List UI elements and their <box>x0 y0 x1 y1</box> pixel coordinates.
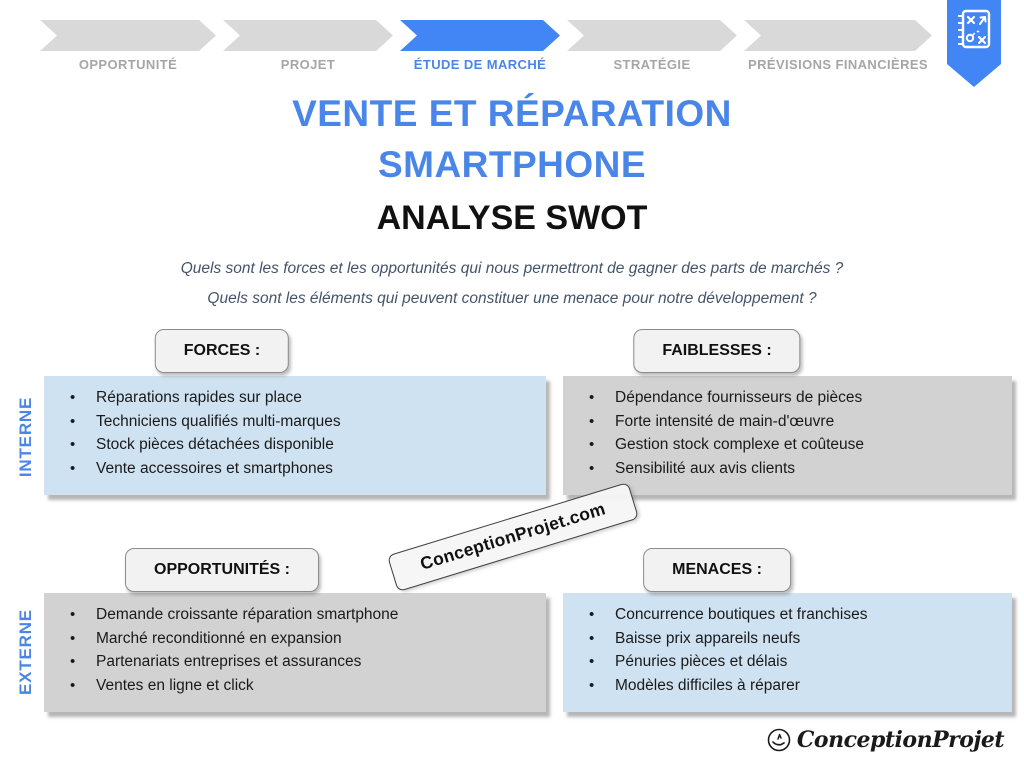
chevron-arrow <box>400 20 560 51</box>
menaces-list: Concurrence boutiques et franchises Bais… <box>563 593 1012 697</box>
side-label-interne: INTERNE <box>16 396 35 478</box>
faiblesses-list: Dépendance fournisseurs de pièces Forte … <box>563 376 1012 480</box>
list-item: Gestion stock complexe et coûteuse <box>589 433 1004 457</box>
list-item: Dépendance fournisseurs de pièces <box>589 386 1004 410</box>
step-etude-de-marche-active[interactable]: ÉTUDE DE MARCHÉ <box>400 20 560 72</box>
list-item: Ventes en ligne et click <box>70 674 538 698</box>
list-item: Sensibilité aux avis clients <box>589 457 1004 481</box>
faiblesses-heading: FAIBLESSES : <box>633 329 801 373</box>
step-label: PRÉVISIONS FINANCIÈRES <box>748 57 928 72</box>
list-item: Marché reconditionné en expansion <box>70 627 538 651</box>
step-label: ÉTUDE DE MARCHÉ <box>413 57 547 72</box>
strategy-notepad-icon <box>947 0 1001 87</box>
opportunites-list: Demande croissante réparation smartphone… <box>44 593 546 697</box>
faiblesses-panel: Dépendance fournisseurs de pièces Forte … <box>563 376 1012 495</box>
list-item: Baisse prix appareils neufs <box>589 627 1004 651</box>
chevron-arrow <box>223 20 393 51</box>
forces-list: Réparations rapides sur place Technicien… <box>44 376 546 480</box>
list-item: Réparations rapides sur place <box>70 386 538 410</box>
step-label: PROJET <box>280 57 336 72</box>
page-title-line1: VENTE ET RÉPARATION <box>292 93 732 134</box>
list-item: Modèles difficiles à réparer <box>589 674 1004 698</box>
opportunites-panel: Demande croissante réparation smartphone… <box>44 593 546 712</box>
chevron-arrow <box>744 20 932 51</box>
title-block: VENTE ET RÉPARATION SMARTPHONE ANALYSE S… <box>0 88 1024 240</box>
list-item: Partenariats entreprises et assurances <box>70 650 538 674</box>
list-item: Forte intensité de main-d'œuvre <box>589 410 1004 434</box>
list-item: Stock pièces détachées disponible <box>70 433 538 457</box>
list-item: Techniciens qualifiés multi-marques <box>70 410 538 434</box>
watermark-badge[interactable]: ConceptionProjet.com <box>386 481 640 593</box>
step-label: OPPORTUNITÉ <box>78 57 178 72</box>
question-2: Quels sont les éléments qui peuvent cons… <box>207 290 817 307</box>
footer-brand[interactable]: ConceptionProjet <box>767 727 1005 753</box>
intro-questions: Quels sont les forces et les opportunité… <box>0 254 1024 314</box>
step-strategie[interactable]: STRATÉGIE <box>567 20 737 72</box>
chevron-arrow <box>40 20 216 51</box>
list-item: Pénuries pièces et délais <box>589 650 1004 674</box>
menaces-heading: MENACES : <box>643 548 791 592</box>
hand-logo-icon <box>767 728 791 752</box>
chevron-arrow <box>567 20 737 51</box>
step-projet[interactable]: PROJET <box>223 20 393 72</box>
list-item: Demande croissante réparation smartphone <box>70 603 538 627</box>
step-opportunite[interactable]: OPPORTUNITÉ <box>40 20 216 72</box>
side-label-externe: EXTERNE <box>16 609 35 695</box>
forces-panel: Réparations rapides sur place Technicien… <box>44 376 546 495</box>
step-previsions-financieres[interactable]: PRÉVISIONS FINANCIÈRES <box>744 20 932 72</box>
opportunites-heading: OPPORTUNITÉS : <box>124 548 320 592</box>
list-item: Vente accessoires et smartphones <box>70 457 538 481</box>
page-subtitle: ANALYSE SWOT <box>376 199 648 237</box>
page-title-line2: SMARTPHONE <box>377 144 647 185</box>
bookmark-ribbon <box>946 0 1002 88</box>
menaces-panel: Concurrence boutiques et franchises Bais… <box>563 593 1012 712</box>
step-label: STRATÉGIE <box>613 57 691 72</box>
forces-heading: FORCES : <box>154 329 290 373</box>
list-item: Concurrence boutiques et franchises <box>589 603 1004 627</box>
footer-brand-text: ConceptionProjet <box>796 727 1005 753</box>
question-1: Quels sont les forces et les opportunité… <box>180 260 844 277</box>
